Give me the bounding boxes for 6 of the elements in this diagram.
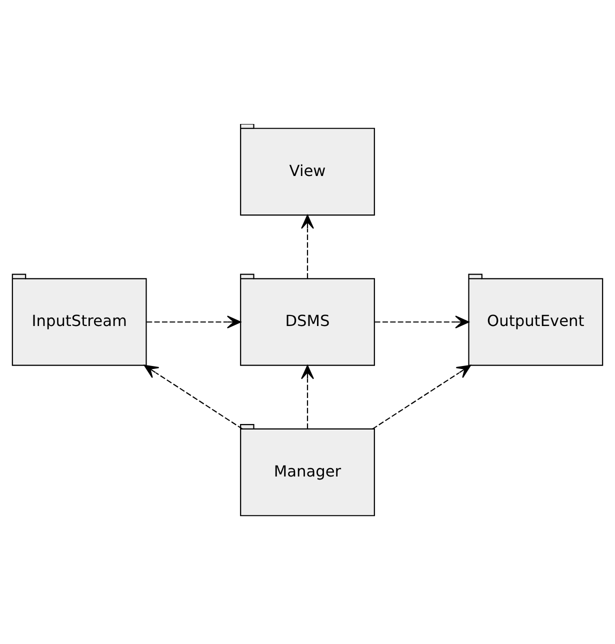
arrow — [374, 316, 470, 328]
arrow — [301, 365, 314, 429]
arrow — [146, 316, 242, 328]
arrow — [301, 214, 314, 278]
arrow — [144, 364, 243, 430]
arrow — [372, 364, 472, 430]
